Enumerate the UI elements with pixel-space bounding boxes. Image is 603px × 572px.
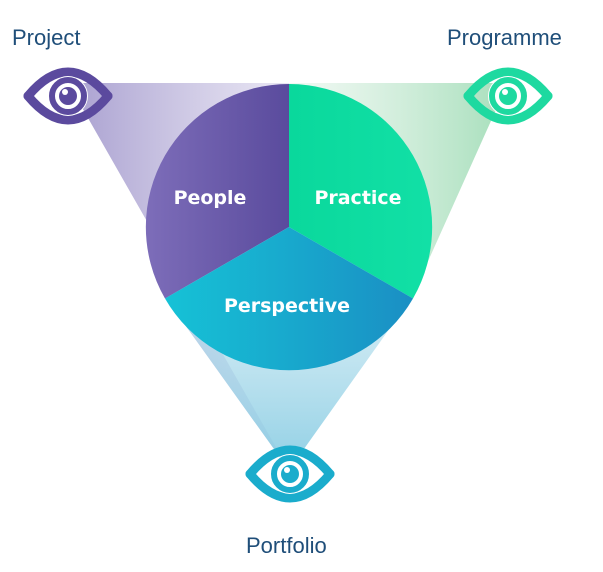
eye-icon [245,445,335,503]
segment-people-label: People [174,187,247,209]
segment-perspective [165,227,413,371]
corner-label-portfolio: Portfolio [246,533,327,558]
eye-icon [23,67,113,125]
segment-perspective-label: Perspective [224,295,350,317]
eye-icon [463,67,553,125]
corner-label-programme: Programme [447,25,562,50]
segment-practice-label: Practice [314,187,401,209]
segment-practice [289,83,433,299]
corner-label-project: Project [12,25,81,50]
segment-people [145,83,289,299]
center-circle: People Practice Perspective [145,83,433,371]
